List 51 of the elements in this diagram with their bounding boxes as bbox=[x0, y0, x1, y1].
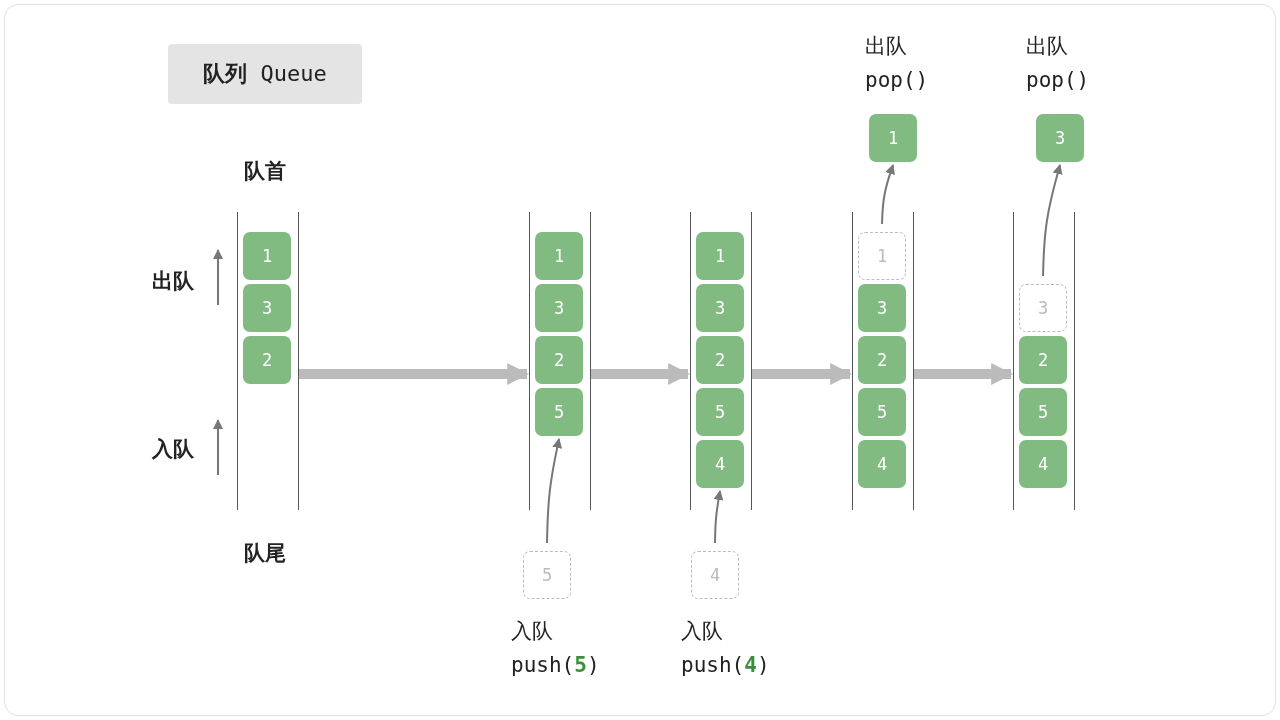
queue-element: 1 bbox=[696, 232, 744, 280]
queue-element: 2 bbox=[243, 336, 291, 384]
queue-element: 5 bbox=[696, 388, 744, 436]
step-arrow bbox=[591, 363, 691, 385]
queue-element: 2 bbox=[535, 336, 583, 384]
operation-text: push(5) bbox=[511, 653, 600, 677]
queue-element: 3 bbox=[696, 284, 744, 332]
arrow bbox=[713, 490, 724, 544]
queue-label: 队尾 bbox=[244, 540, 286, 567]
title-text: 队列 Queue bbox=[203, 60, 327, 88]
queue-element: 1 bbox=[243, 232, 291, 280]
queue-element: 5 bbox=[858, 388, 906, 436]
operation-text: 出队 bbox=[865, 33, 907, 60]
arrow bbox=[881, 164, 895, 225]
queue-element: 3 bbox=[535, 284, 583, 332]
placeholder-element: 1 bbox=[858, 232, 906, 280]
queue-tube bbox=[1013, 212, 1075, 510]
arrow bbox=[546, 438, 563, 544]
queue-element: 3 bbox=[858, 284, 906, 332]
operation-text: pop() bbox=[865, 68, 929, 92]
step-arrow bbox=[752, 363, 853, 385]
placeholder-element: 5 bbox=[523, 551, 571, 599]
queue-element: 1 bbox=[869, 114, 917, 162]
queue-element: 2 bbox=[1019, 336, 1067, 384]
queue-element: 5 bbox=[1019, 388, 1067, 436]
queue-element: 5 bbox=[535, 388, 583, 436]
queue-element: 1 bbox=[535, 232, 583, 280]
queue-element: 4 bbox=[858, 440, 906, 488]
step-arrow bbox=[299, 363, 530, 385]
queue-element: 4 bbox=[1019, 440, 1067, 488]
step-arrow bbox=[914, 363, 1014, 385]
queue-element: 2 bbox=[696, 336, 744, 384]
arrow bbox=[1042, 164, 1063, 277]
queue-label: 出队 bbox=[152, 268, 194, 295]
queue-tube bbox=[237, 212, 299, 510]
placeholder-element: 4 bbox=[691, 551, 739, 599]
queue-label: 队首 bbox=[244, 158, 286, 185]
operation-text: push(4) bbox=[681, 653, 770, 677]
queue-element: 2 bbox=[858, 336, 906, 384]
operation-text: 入队 bbox=[511, 618, 553, 645]
queue-element: 3 bbox=[1036, 114, 1084, 162]
operation-text: pop() bbox=[1026, 68, 1090, 92]
queue-tube bbox=[690, 212, 752, 510]
queue-label: 入队 bbox=[152, 436, 194, 463]
queue-tube bbox=[852, 212, 914, 510]
queue-element: 4 bbox=[696, 440, 744, 488]
queue-element: 3 bbox=[243, 284, 291, 332]
operation-text: 入队 bbox=[681, 618, 723, 645]
placeholder-element: 3 bbox=[1019, 284, 1067, 332]
operation-text: 出队 bbox=[1026, 33, 1068, 60]
queue-tube bbox=[529, 212, 591, 510]
